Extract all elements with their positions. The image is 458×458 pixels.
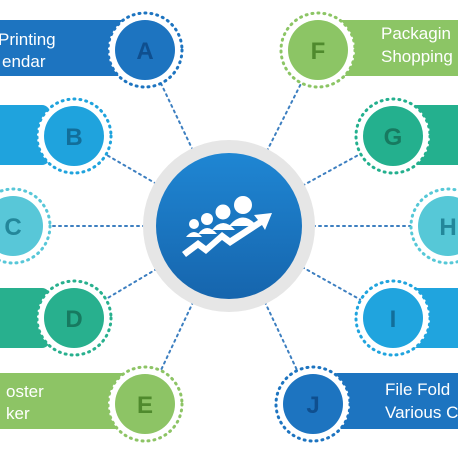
- node-a: A: [106, 11, 184, 89]
- node-i: I: [354, 279, 432, 357]
- node-d-letter: D: [65, 306, 82, 333]
- node-j: J: [274, 365, 352, 443]
- banner-texts: Printing endar oster ker Packagin Shoppi…: [0, 24, 458, 423]
- node-e: E: [106, 365, 184, 443]
- node-c-letter: C: [4, 214, 21, 241]
- banner-j-line-2: Various C: [385, 403, 458, 422]
- banner-d: [0, 288, 50, 348]
- banner-e-line-2: ker: [6, 404, 30, 423]
- banner-a-line-1: Printing: [0, 30, 56, 49]
- node-a-letter: A: [136, 38, 153, 65]
- banner-f: [330, 20, 458, 76]
- banner-j-line-1: File Fold: [385, 380, 450, 399]
- node-c: C: [0, 187, 52, 265]
- banner-e-line-1: oster: [6, 382, 44, 401]
- node-h: H: [409, 187, 458, 265]
- node-i-letter: I: [390, 306, 397, 333]
- node-j-letter: J: [306, 392, 319, 419]
- banner-j: [330, 373, 458, 429]
- center-hub: [143, 140, 315, 312]
- banner-f-line-2: Shopping: [381, 47, 453, 66]
- node-f: F: [279, 11, 357, 89]
- banner-a-line-2: endar: [2, 52, 46, 71]
- banner-a: [0, 20, 133, 76]
- label-banners: [0, 20, 458, 429]
- node-b: B: [35, 97, 113, 175]
- node-e-letter: E: [137, 392, 153, 419]
- node-f-letter: F: [311, 38, 326, 65]
- node-h-letter: H: [439, 214, 456, 241]
- node-b-letter: B: [65, 124, 82, 151]
- banner-e: [0, 373, 133, 429]
- node-g: G: [354, 97, 432, 175]
- node-d: D: [35, 279, 113, 357]
- team-growth-arrow-icon: [182, 196, 272, 257]
- node-g-letter: G: [384, 124, 403, 151]
- banner-f-line-1: Packagin: [381, 24, 451, 43]
- banner-b: [0, 105, 50, 165]
